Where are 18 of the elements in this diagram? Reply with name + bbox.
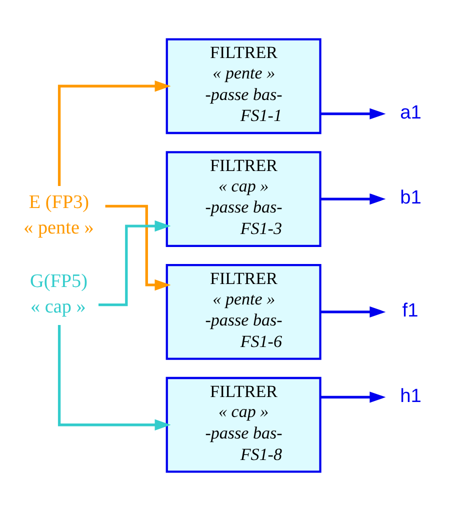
node-text: G(FP5) « cap » — [30, 270, 88, 318]
node-text: h1 — [400, 386, 422, 407]
node-box: FILTRER « cap » -passe bas- FS1-8 — [166, 376, 322, 473]
arrow — [320, 193, 386, 205]
arrow — [105, 204, 171, 291]
arrow — [320, 108, 386, 120]
node-box: FILTRER « cap » -passe bas- FS1-3 — [166, 151, 322, 247]
node-text: b1 — [400, 188, 422, 209]
node-box: FILTRER « pente » -passe bas- FS1-1 — [166, 38, 322, 134]
arrow — [58, 80, 171, 186]
arrow — [58, 325, 171, 430]
node-box: FILTRER « pente » -passe bas- FS1-6 — [166, 264, 322, 360]
arrow — [320, 392, 386, 403]
arrow — [98, 220, 171, 306]
node-text: E (FP3) « pente » — [24, 192, 94, 239]
arrow — [320, 306, 386, 318]
node-text: a1 — [400, 102, 422, 124]
node-text: f1 — [402, 300, 418, 322]
